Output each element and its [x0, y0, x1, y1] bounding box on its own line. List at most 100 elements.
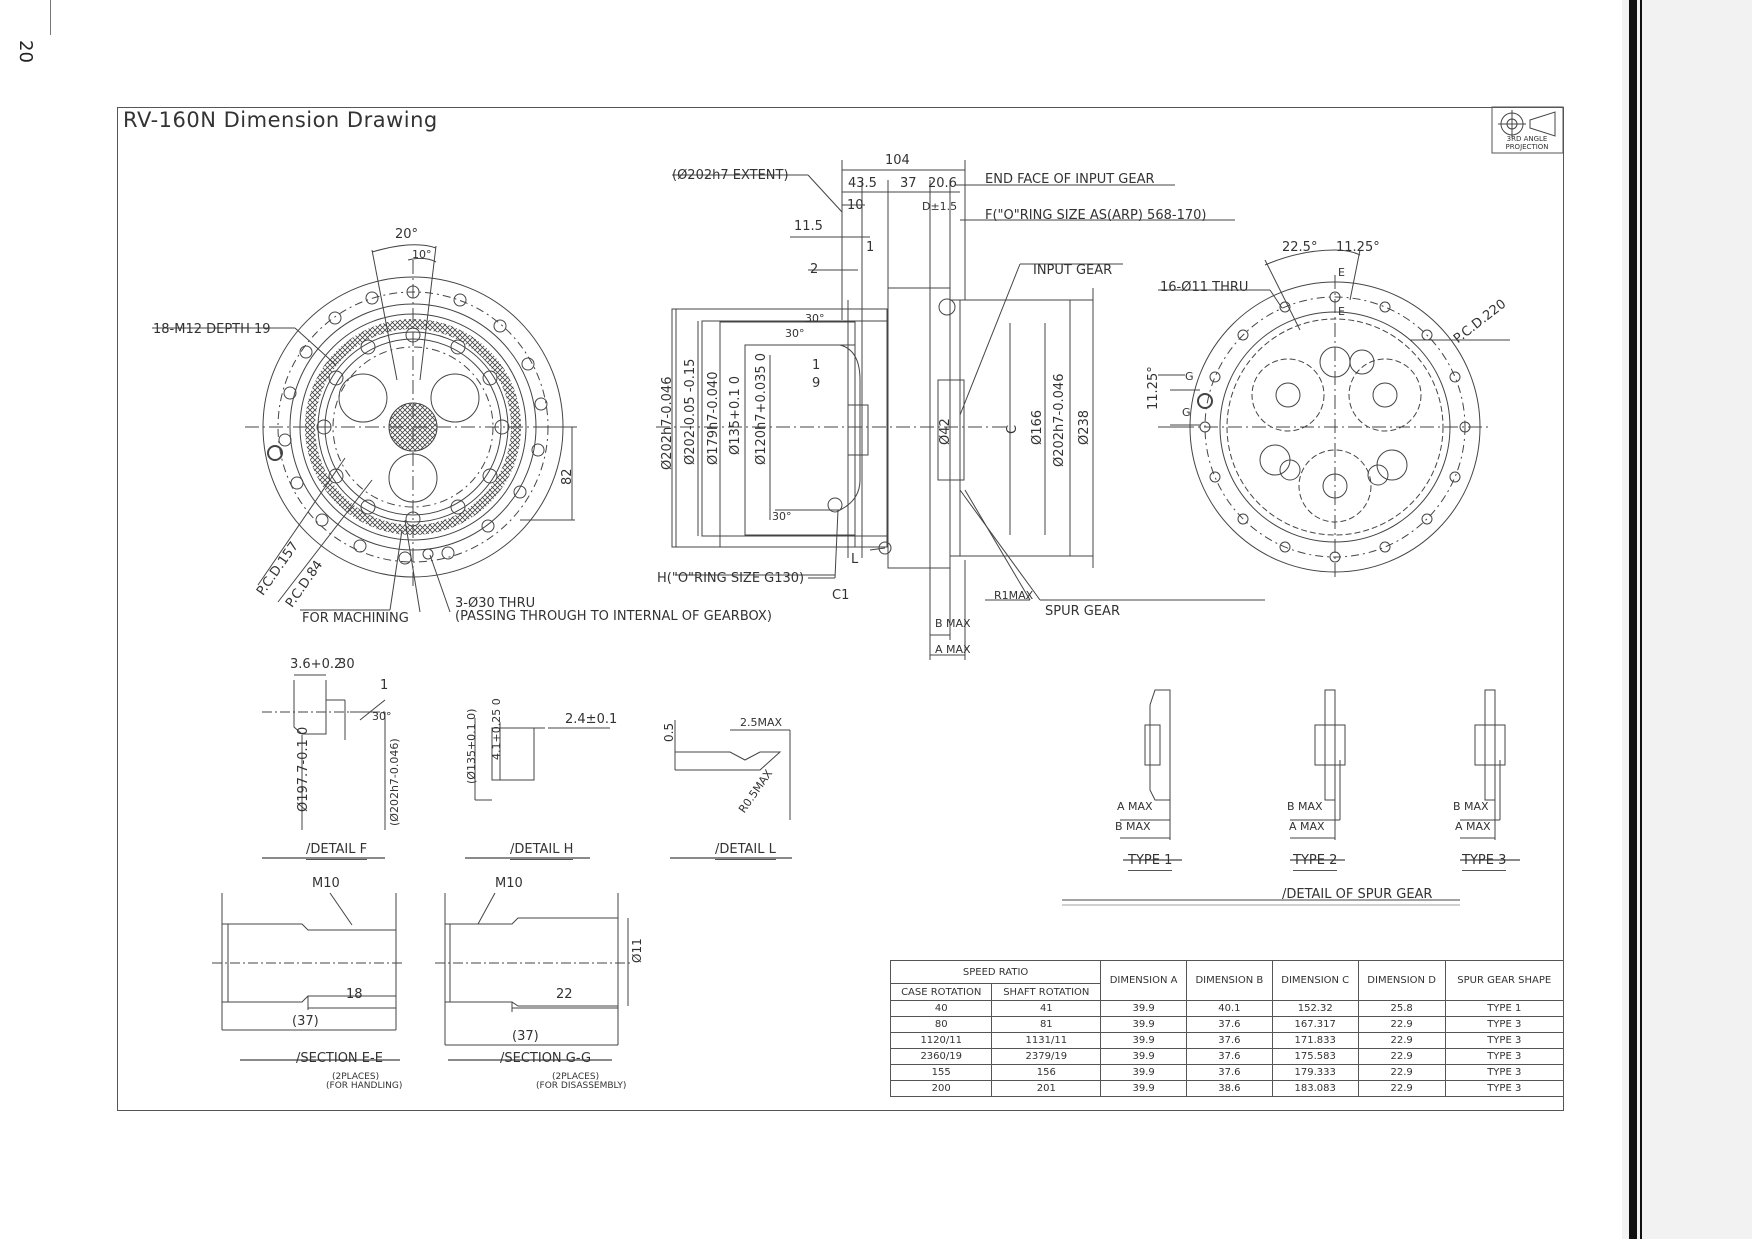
side-angle-30c: 30°: [772, 510, 792, 523]
side-input-gear: INPUT GEAR: [1033, 263, 1113, 278]
detail-h-4-1: 4.1+0.25 0: [490, 698, 503, 760]
projection-label: 3RD ANGLE PROJECTION: [1505, 135, 1549, 151]
spur-detail-title: /DETAIL OF SPUR GEAR: [1282, 887, 1433, 902]
side-dim-43-5: 43.5: [848, 176, 877, 191]
detail-h-2-4: 2.4±0.1: [565, 712, 618, 727]
table-cell: 81: [991, 1016, 1102, 1033]
side-dim-11-5: 11.5: [794, 219, 823, 234]
front-thru-holes: 3-Ø30 THRU: [455, 596, 536, 611]
table-header-speed-ratio: SPEED RATIO: [889, 960, 1102, 984]
table-cell: 37.6: [1185, 1064, 1273, 1081]
table-cell: TYPE 3: [1444, 1048, 1565, 1065]
table-cell: 152.32: [1271, 1000, 1359, 1017]
table-cell: 80: [889, 1016, 993, 1033]
side-dim-104: 104: [885, 153, 910, 168]
table-cell: 39.9: [1100, 1064, 1187, 1081]
rear-holes: 16-Ø11 THRU: [1160, 280, 1249, 295]
projection-symbol: [1491, 106, 1564, 154]
side-oring-h: H("O"RING SIZE G130): [657, 571, 805, 586]
detail-f-3-6: 3.6+0.2 0: [290, 657, 355, 672]
side-end-face: END FACE OF INPUT GEAR: [985, 172, 1155, 187]
table-cell: 1120/11: [889, 1032, 993, 1049]
front-angle-10: 10°: [412, 248, 432, 261]
table-header-shaft-rotation: SHAFT ROTATION: [991, 983, 1102, 1001]
detail-f-30: 30°: [372, 710, 392, 723]
spur-gear-detail: [1062, 689, 1520, 906]
side-extent: (Ø202h7 EXTENT): [672, 168, 789, 183]
table-cell: 39.9: [1100, 1080, 1187, 1097]
rear-label-g1: G: [1185, 370, 1194, 383]
side-dim-2: 2: [810, 262, 819, 277]
table-cell: 37.6: [1185, 1048, 1273, 1065]
side-spur-gear: SPUR GEAR: [1045, 604, 1120, 619]
section-gg-dim-11: Ø11: [630, 938, 644, 963]
section-gg-note1: (2PLACES): [552, 1072, 600, 1082]
table-header-dim-c: DIMENSION C: [1271, 960, 1359, 1001]
section-ee-m10: M10: [312, 876, 340, 891]
rear-angle-11-25b: 11.25°: [1146, 366, 1161, 410]
detail-l-title: /DETAIL L: [715, 842, 776, 860]
section-ee-note1: (2PLACES): [332, 1072, 380, 1082]
table-cell: 156: [991, 1064, 1102, 1081]
front-thru-note: (PASSING THROUGH TO INTERNAL OF GEARBOX): [455, 609, 772, 624]
side-d135: Ø135+0.1 0: [728, 375, 743, 455]
rear-label-g2: G: [1182, 406, 1191, 419]
spur-type1: TYPE 1: [1128, 853, 1173, 871]
table-cell: TYPE 3: [1444, 1064, 1565, 1081]
spur-t1-b: B MAX: [1115, 820, 1151, 833]
table-header-case-rotation: CASE ROTATION: [889, 983, 993, 1001]
table-cell: 37.6: [1185, 1016, 1273, 1033]
side-r1: R1MAX: [994, 589, 1034, 602]
section-gg-m10: M10: [495, 876, 523, 891]
spur-type3: TYPE 3: [1462, 853, 1507, 871]
front-angle-20: 20°: [395, 227, 419, 242]
detail-f-d197: Ø197.7-0.1 0: [296, 726, 311, 812]
top-rule: [50, 0, 51, 35]
table-header-shape: SPUR GEAR SHAPE: [1444, 960, 1565, 1001]
table-cell: 201: [991, 1080, 1102, 1097]
table-cell: TYPE 3: [1444, 1032, 1565, 1049]
section-gg-note2: (FOR DISASSEMBLY): [536, 1081, 627, 1091]
table-cell: 40.1: [1185, 1000, 1273, 1017]
right-margin-band: [1622, 0, 1752, 1239]
section-ee-title: /SECTION E-E: [296, 1051, 383, 1066]
section-gg-dim-22: 22: [556, 987, 573, 1002]
table-cell: 167.317: [1271, 1016, 1359, 1033]
table-cell: 41: [991, 1000, 1102, 1017]
detail-f-d202: (Ø202h7-0.046): [388, 738, 401, 826]
section-gg-title: /SECTION G-G: [500, 1051, 592, 1066]
table-cell: 37.6: [1185, 1032, 1273, 1049]
table-cell: 22.9: [1357, 1048, 1446, 1065]
side-d179: Ø179h7-0.040: [706, 371, 721, 465]
detail-f-3: 3: [338, 657, 347, 672]
table-cell: TYPE 3: [1444, 1016, 1565, 1033]
table-cell: 38.6: [1185, 1080, 1273, 1097]
side-dim-1b: 1: [812, 358, 821, 373]
side-dim-10: 10: [847, 198, 864, 213]
spur-t2-b: B MAX: [1287, 800, 1323, 813]
dimension-table: SPEED RATIO DIMENSION A DIMENSION B DIME…: [889, 960, 1565, 1097]
front-view: [152, 244, 580, 613]
table-header-dim-b: DIMENSION B: [1185, 960, 1273, 1001]
side-c1: C1: [832, 588, 850, 603]
side-dim-20-6: 20.6: [928, 176, 957, 191]
front-dim-82: 82: [560, 468, 575, 485]
table-header-dim-d: DIMENSION D: [1357, 960, 1446, 1001]
rear-label-e1: E: [1338, 266, 1345, 279]
side-d42: Ø42: [938, 418, 953, 445]
spur-t3-b: B MAX: [1453, 800, 1489, 813]
side-b-max: B MAX: [935, 617, 971, 630]
table-cell: TYPE 1: [1444, 1000, 1565, 1017]
side-oring-f: F("O"RING SIZE AS(ARP) 568-170): [985, 208, 1207, 223]
right-thin-rule: [1640, 0, 1642, 1239]
rear-label-e2: E: [1338, 305, 1345, 318]
drawing-frame: [117, 107, 1564, 1111]
table-cell: 22.9: [1357, 1064, 1446, 1081]
table-header-dim-a: DIMENSION A: [1100, 960, 1187, 1001]
front-for-machining: FOR MACHINING: [302, 611, 409, 626]
side-d120: Ø120h7+0.035 0: [754, 352, 769, 465]
